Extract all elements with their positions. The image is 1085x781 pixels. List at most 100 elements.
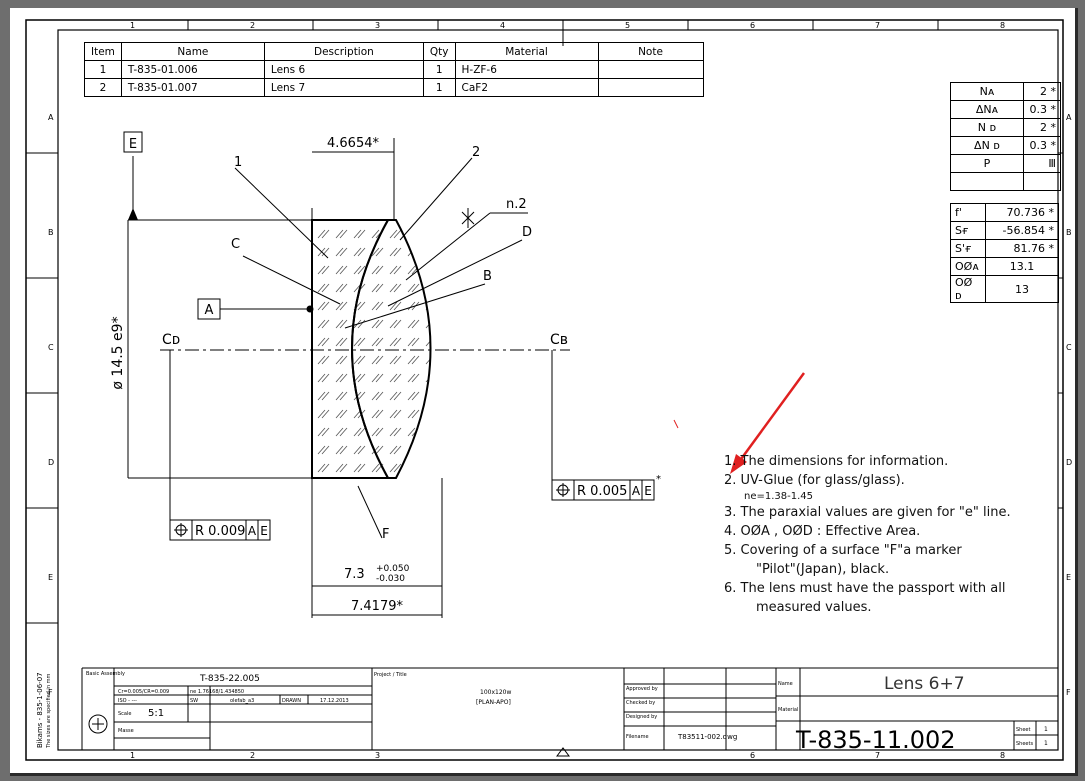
svg-text:A: A [632, 484, 641, 498]
bill-of-materials: Item Name Description Qty Material Note … [84, 42, 704, 97]
svg-text:Project / Title: Project / Title [374, 672, 407, 678]
svg-text:E: E [644, 484, 652, 498]
col-label: 7 [875, 21, 880, 30]
row-label: E [1066, 573, 1071, 582]
drawing-number: T-835-11.002 [795, 726, 956, 754]
svg-text:Name: Name [778, 681, 793, 687]
company-logo [88, 714, 108, 734]
fcf-left-value: R 0.009 [195, 524, 245, 539]
datum-a-label: A [205, 303, 214, 318]
column-labels: 1 2 3 4 5 6 7 8 1 2 3 6 7 8 [130, 21, 1005, 760]
svg-text:Checked by: Checked by [626, 700, 655, 706]
bom-header: Material [454, 42, 599, 61]
note-5-cont: "Pilot"(Japan), black. [756, 562, 890, 577]
table-row: 2 T-835-01.007 Lens 7 1 CaF2 [84, 78, 704, 97]
col-label: 7 [875, 751, 880, 760]
svg-text:Filename: Filename [626, 734, 649, 740]
datum-e-box [123, 131, 143, 153]
row-label: C [48, 343, 54, 352]
svg-text:[PLAN-APO]: [PLAN-APO] [476, 699, 511, 706]
svg-text:DRAWN: DRAWN [282, 698, 301, 704]
drawing-name: Lens 6+7 [884, 674, 965, 694]
row-label: B [1066, 228, 1072, 237]
datum-e-label: E [129, 137, 137, 152]
bom-header: Item [84, 42, 122, 61]
row-label: A [1066, 113, 1072, 122]
label-cd: Cᴅ [162, 332, 180, 348]
label-cb: Cʙ [550, 332, 568, 348]
scale-value: 5:1 [148, 708, 164, 719]
outer-frame [25, 19, 1064, 761]
frame-ticks [26, 20, 1063, 624]
label-f: F [382, 527, 389, 542]
bom-header: Name [120, 42, 265, 61]
label-n2: n.2 [506, 197, 527, 212]
svg-text:Material: Material [778, 707, 798, 713]
col-label: 6 [750, 21, 755, 30]
glue-symbol [461, 208, 475, 228]
label-d: D [522, 225, 532, 240]
svg-text:olefab_a3: olefab_a3 [230, 698, 254, 704]
col-label: 8 [1000, 21, 1005, 30]
bom-header: Qty [422, 42, 456, 61]
svg-text:Scale: Scale [118, 711, 131, 717]
svg-text:Basic Assembly: Basic Assembly [86, 671, 125, 677]
title-block-grid [81, 667, 1058, 750]
row-label: E [48, 573, 53, 582]
svg-text:E: E [260, 524, 268, 538]
svg-text:Cr=0.005/CR=0.009: Cr=0.005/CR=0.009 [118, 689, 169, 695]
table-row [950, 172, 1061, 191]
col-label: 2 [250, 751, 255, 760]
table-row: f'70.736 * [950, 203, 1059, 222]
label-b: B [483, 269, 492, 284]
svg-text:*: * [656, 474, 661, 485]
note-2: 2. UV-Glue (for glass/glass). [724, 473, 905, 488]
tol-lower: -0.030 [376, 574, 405, 584]
datum-e-marker [128, 208, 138, 220]
svg-text:Sheets: Sheets [1016, 741, 1033, 747]
dim-top: 4.6654* [327, 136, 379, 151]
filename: T83511-002.dwg [677, 733, 737, 741]
label-2: 2 [472, 145, 480, 160]
side-text-2: The sizes are specified in mm [46, 674, 52, 749]
row-label: B [48, 228, 54, 237]
col-label: 8 [1000, 751, 1005, 760]
svg-text:1: 1 [1044, 726, 1048, 733]
label-1: 1 [234, 155, 242, 170]
svg-text:17.12.2013: 17.12.2013 [320, 698, 349, 704]
assembly-number: T-835-22.005 [199, 674, 260, 684]
note-5: 5. Covering of a surface "F"a marker [724, 543, 962, 558]
row-label: F [48, 688, 53, 697]
dim-thickness: 7.3 [344, 567, 365, 582]
col-label: 1 [130, 21, 135, 30]
lens-7-section [351, 219, 432, 479]
svg-text:ne 1.76168/1.434850: ne 1.76168/1.434850 [190, 689, 244, 695]
fcf-left: R 0.009 A E [169, 519, 271, 541]
note-6: 6. The lens must have the passport with … [724, 581, 1006, 596]
tol-upper: +0.050 [376, 564, 410, 574]
bom-header: Description [263, 42, 424, 61]
bom-header: Note [597, 42, 704, 61]
row-label: F [1066, 688, 1071, 697]
col-label: 1 [130, 751, 135, 760]
row-label: D [1066, 458, 1072, 467]
note-3: 3. The paraxial values are given for "e"… [724, 505, 1011, 520]
drawing-notes: 1. The dimensions for information. 2. UV… [724, 452, 1054, 617]
title-block-text: Basic Assembly T-835-22.005 Cr=0.005/CR=… [86, 671, 1048, 754]
svg-text:Approved by: Approved by [626, 686, 658, 692]
col-label: 3 [375, 751, 380, 760]
leaders [234, 157, 528, 539]
col-label: 3 [375, 21, 380, 30]
row-labels: A B C D E F A B C D E F [48, 113, 1072, 697]
table-row: Sғ-56.854 * [950, 221, 1059, 240]
svg-text:SW: SW [190, 698, 198, 704]
diameter-dim: ø 14.5 e9* [110, 316, 126, 389]
svg-text:Sheet: Sheet [1016, 727, 1030, 733]
